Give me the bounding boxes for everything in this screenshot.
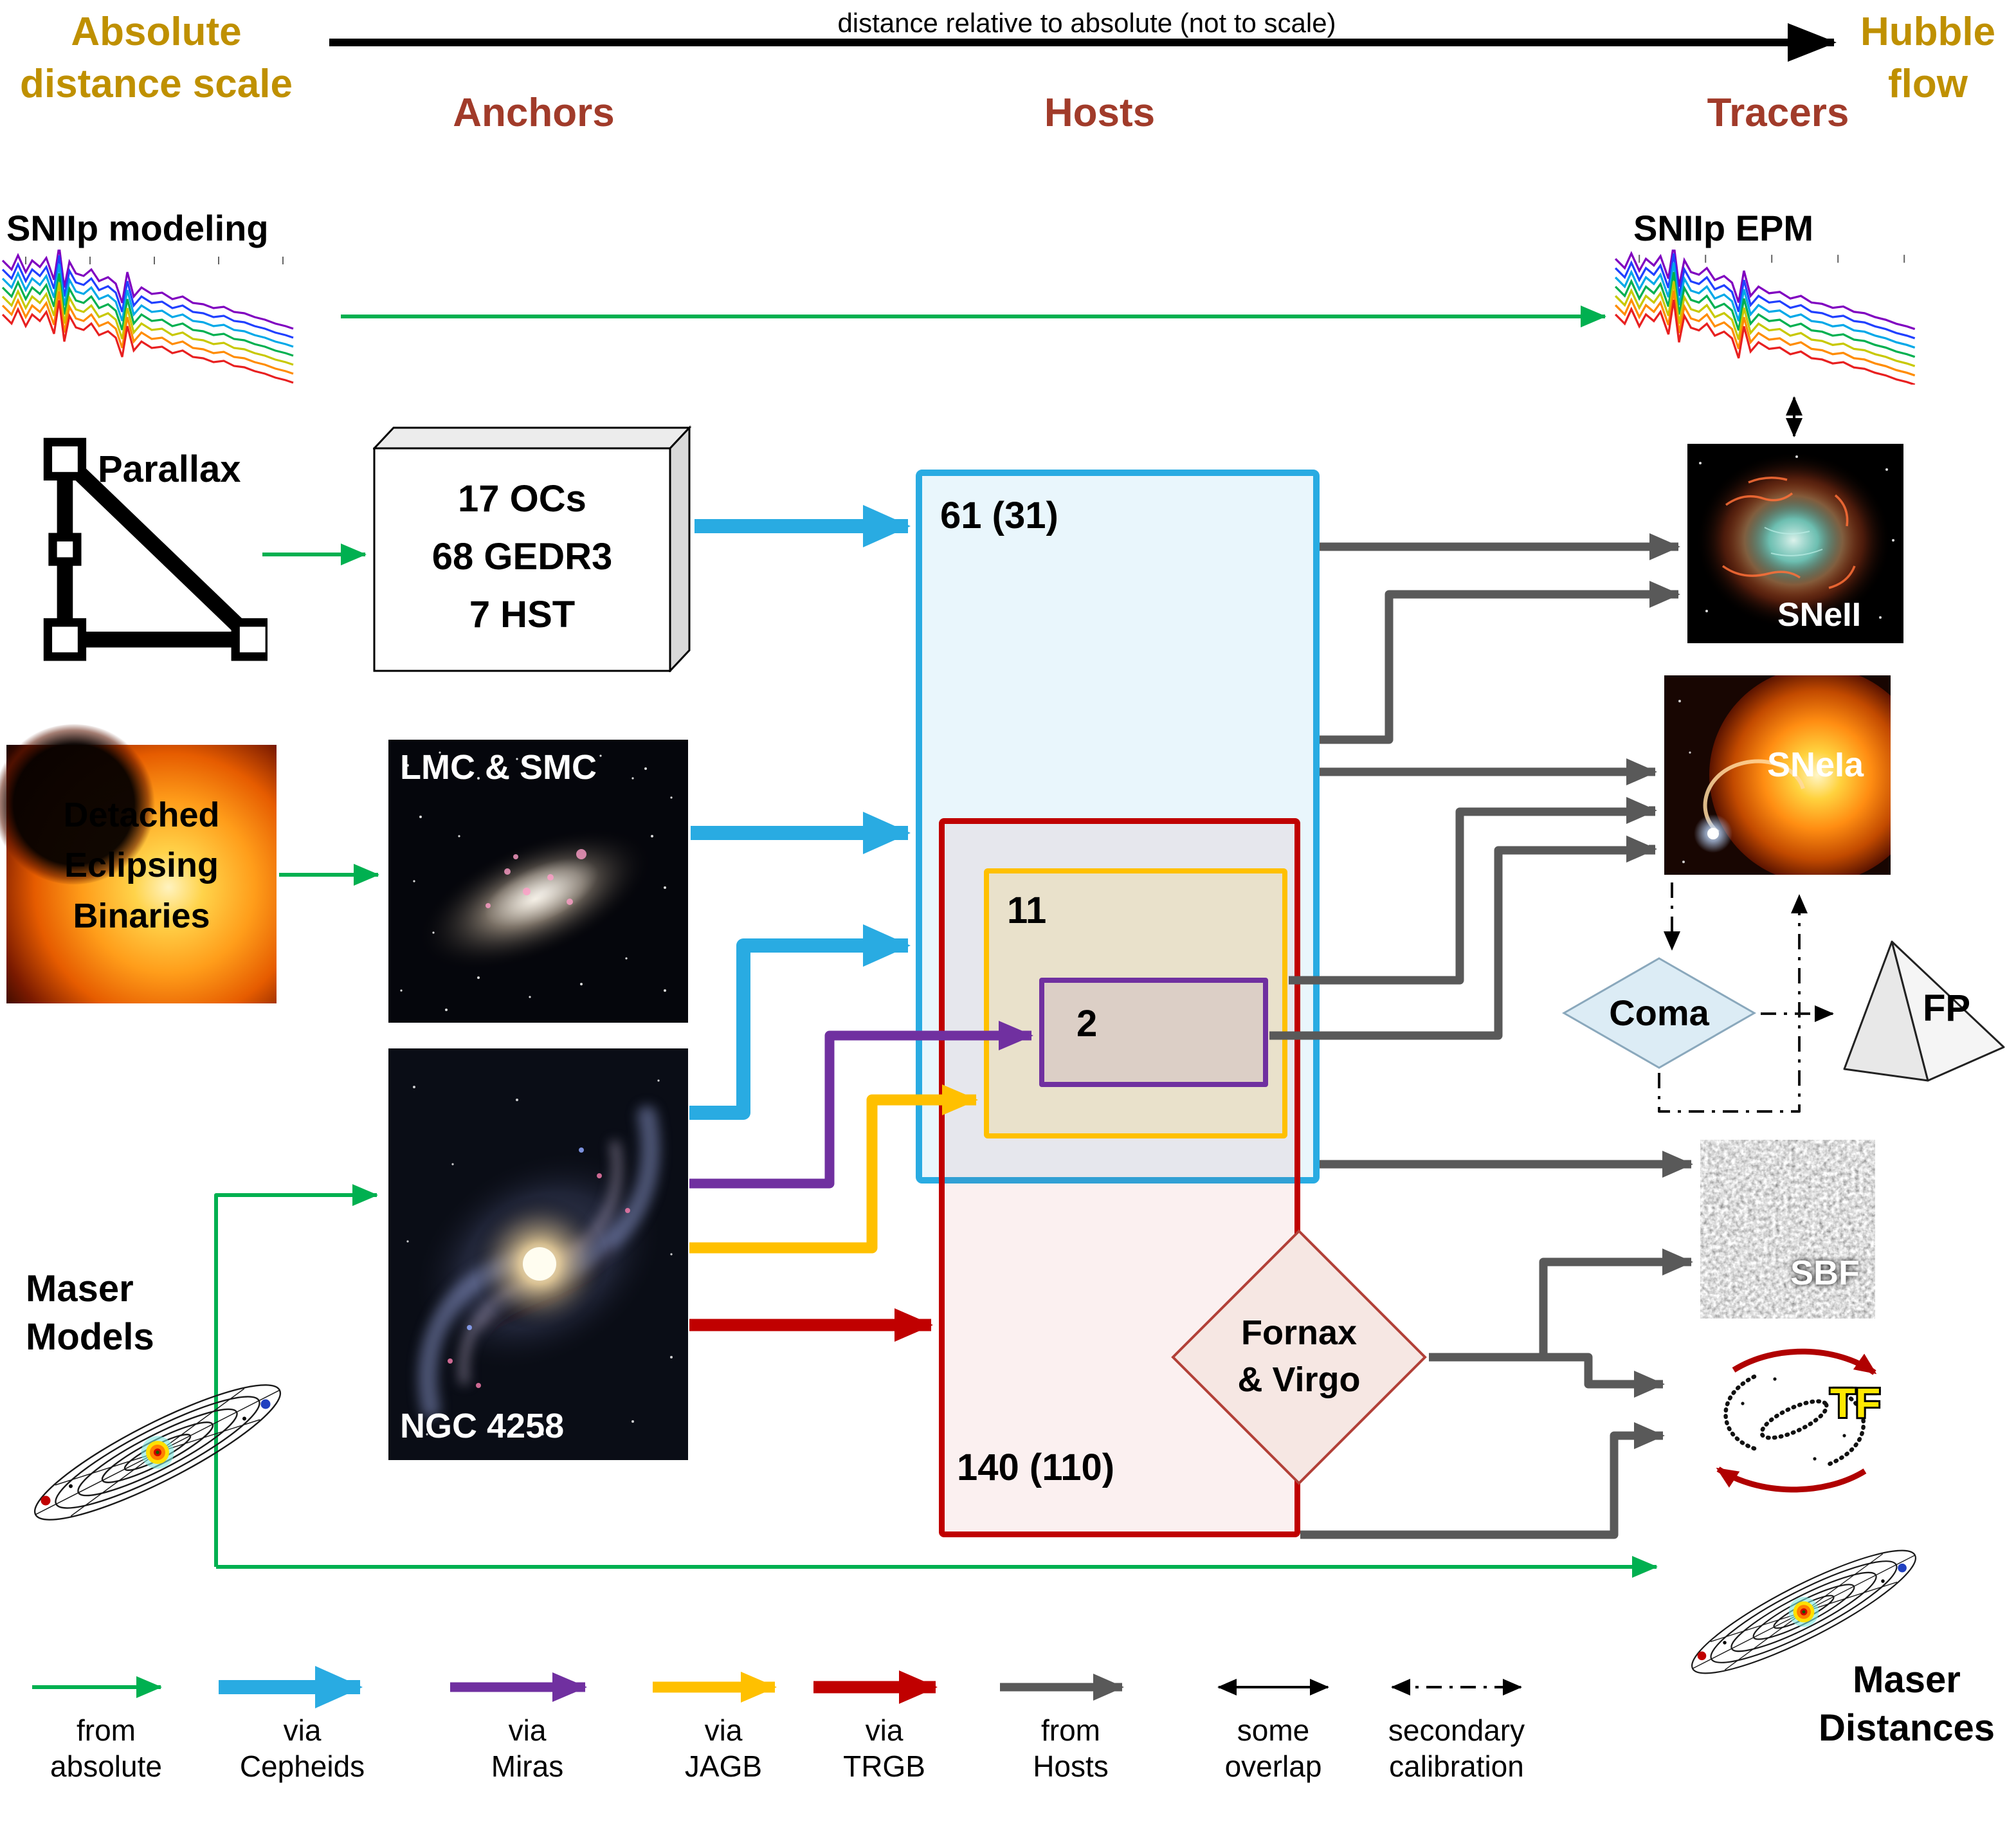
gray-arrowheads [1626,533,1693,1449]
ngc4258-image: NGC 4258 [388,1048,688,1460]
ngc4258-label: NGC 4258 [400,1407,565,1445]
green-from-absolute-arrows [214,306,1658,1578]
maser-distances-label: Maser Distances [1818,1659,1995,1750]
parallax-icon [43,437,268,661]
legend-item-secondary-calibration: secondary calibration [1370,1665,1543,1784]
legend-label-via-trgb: via TRGB [843,1714,925,1784]
maser-models-sketch [21,1364,294,1541]
fornax-virgo-label: Fornax & Virgo [1237,1313,1361,1399]
tf-sketch: TF [1672,1339,1916,1500]
deb-companion-shadow [0,724,158,885]
cepheid-hosts-box [916,470,1320,1184]
purple-mira-arrow [689,1021,1033,1189]
jagb-hosts-box [984,868,1287,1138]
sbf-label: SBF [1790,1254,1860,1292]
sniip-epm-spectra [1614,250,1916,385]
sneii-image: SNeII [1687,444,1903,643]
sbf-image: SBF [1700,1140,1875,1319]
legend-label-via-miras: via Miras [491,1714,564,1784]
deb-image: Detached Eclipsing Binaries [0,724,277,1003]
lmc-smc-image: LMC & SMC [388,740,688,1023]
legend-item-some-overlap: some overlap [1196,1665,1350,1784]
legend-label-from-hosts: from Hosts [1033,1714,1109,1784]
jagb-host-count: 11 [1007,890,1047,931]
tracers-header: Tracers [1707,91,1849,135]
oc-anchor-box-label: 17 OCs 68 GEDR3 7 HST [431,478,613,635]
fp-pyramid: FP [1840,934,2009,1091]
tf-label: TF [1830,1380,1881,1426]
legend-item-via-trgb: via TRGB [804,1665,965,1784]
legend-label-secondary-calibration: secondary calibration [1388,1714,1525,1784]
scale-arrow-label: distance relative to absolute (not to sc… [837,8,1336,38]
coma-label: Coma [1609,992,1709,1033]
legend-item-from-hosts: from Hosts [990,1665,1151,1784]
mira-host-count: 2 [1076,1003,1098,1045]
legend-item-via-cepheids: via Cepheids [212,1665,392,1784]
sneia-image: SNeIa [1664,675,1891,875]
maser-models-label: Maser Models [26,1268,154,1358]
legend-item-from-absolute: from absolute [26,1665,186,1784]
hosts-header: Hosts [1044,91,1156,135]
legend-label-via-cepheids: via Cepheids [239,1714,365,1784]
parallax-label: Parallax [98,448,241,490]
fornax-virgo-diamond: Fornax & Virgo [1169,1227,1429,1487]
sniip-modeling-spectra [1,250,295,384]
legend-label-some-overlap: some overlap [1224,1714,1322,1784]
hubble-flow-label: Hubble flow [1860,10,1996,106]
gray-from-hosts-arrows [1269,542,1691,1539]
legend-item-via-jagb: via JAGB [643,1665,804,1784]
cepheid-host-count: 61 (31) [940,495,1058,536]
deb-label: Detached Eclipsing Binaries [63,796,220,935]
blue-cepheid-arrows [689,505,911,1120]
oc-anchor-box: 17 OCs 68 GEDR3 7 HST [373,421,707,672]
secondary-calibration-arrows [1658,882,1834,1113]
fp-label: FP [1923,987,1971,1029]
lmc-smc-label: LMC & SMC [400,748,597,787]
legend-label-from-absolute: from absolute [50,1714,162,1784]
anchors-header: Anchors [453,91,615,135]
mira-hosts-box [1039,978,1268,1087]
sniip-modeling-label: SNIIp modeling [6,208,269,248]
sniip-epm-label: SNIIp EPM [1633,208,1814,248]
legend-item-via-miras: via Miras [437,1665,617,1784]
absolute-distance-scale-label: Absolute distance scale [20,10,293,106]
yellow-jagb-arrow [689,1084,978,1254]
trgb-host-count: 140 (110) [957,1447,1115,1488]
coma-diamond: Coma [1561,956,1757,1070]
sneia-label: SNeIa [1767,745,1864,784]
sneii-label: SNeII [1777,596,1862,634]
legend-label-via-jagb: via JAGB [684,1714,763,1784]
